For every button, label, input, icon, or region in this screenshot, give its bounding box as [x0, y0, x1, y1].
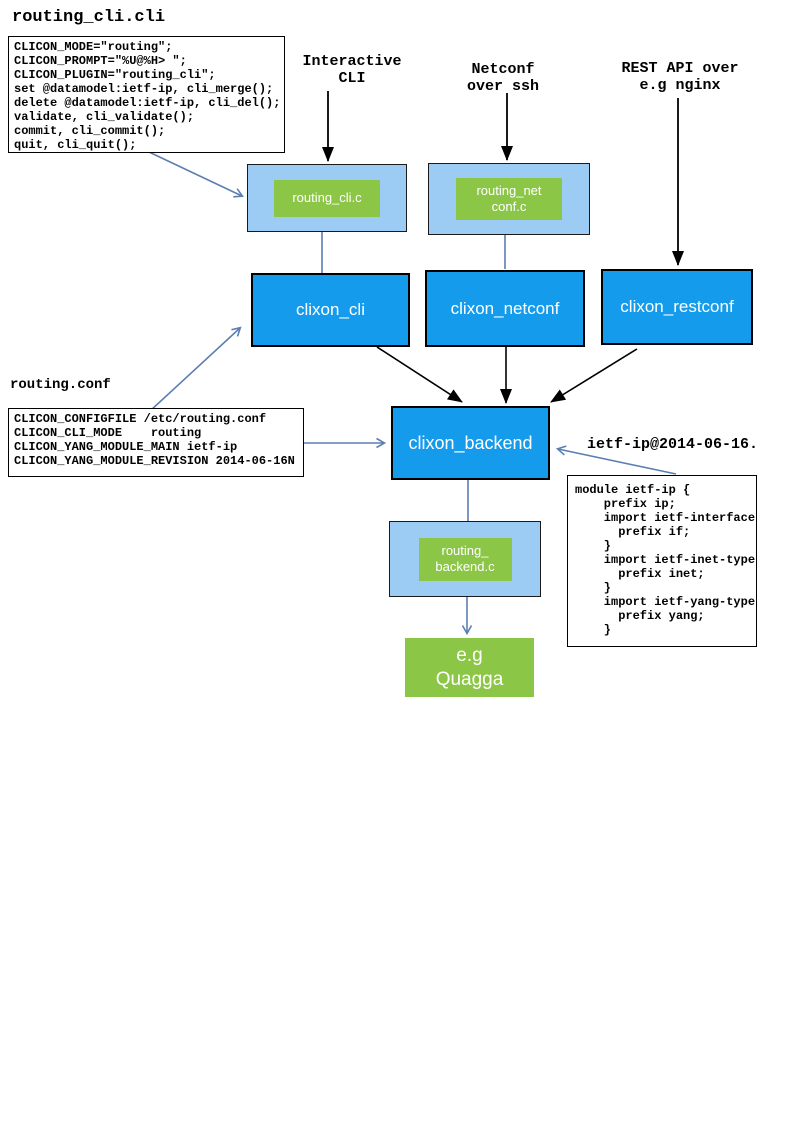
process-clixon-cli: clixon_cli	[251, 273, 410, 347]
arrow-clifile-to-cliplugin	[148, 151, 244, 198]
yang-file-label: ietf-ip@2014-06-16.	[587, 436, 759, 453]
arrow-conffile-to-clixoncli	[149, 326, 242, 412]
conf-file-title: routing.conf	[10, 377, 111, 393]
plugin-container-backend: routing_ backend.c	[389, 521, 541, 597]
conf-file-code-box: CLICON_CONFIGFILE /etc/routing.conf CLIC…	[8, 408, 304, 477]
annotation-interactive-cli: Interactive CLI	[302, 53, 402, 87]
plugin-container-netconf: routing_net conf.c	[428, 163, 590, 235]
process-clixon-backend: clixon_backend	[391, 406, 550, 480]
process-clixon-restconf: clixon_restconf	[601, 269, 753, 345]
process-clixon-netconf: clixon_netconf	[425, 270, 585, 347]
plugin-routing-cli: routing_cli.c	[274, 179, 380, 217]
arrow-cli-to-backend	[376, 346, 463, 403]
yang-module-code-box: module ietf-ip { prefix ip; import ietf-…	[567, 475, 757, 647]
annotation-rest-api-nginx: REST API over e.g nginx	[621, 60, 739, 94]
arrow-restconf-to-backend	[550, 348, 638, 403]
plugin-container-cli: routing_cli.c	[247, 164, 407, 232]
cli-file-title: routing_cli.cli	[12, 8, 166, 27]
annotation-netconf-over-ssh: Netconf over ssh	[466, 61, 539, 95]
external-quagga: e.g Quagga	[405, 638, 534, 697]
plugin-routing-netconf: routing_net conf.c	[456, 178, 562, 220]
plugin-routing-backend: routing_ backend.c	[418, 537, 512, 581]
cli-file-code-box: CLICON_MODE="routing"; CLICON_PROMPT="%U…	[8, 36, 285, 153]
